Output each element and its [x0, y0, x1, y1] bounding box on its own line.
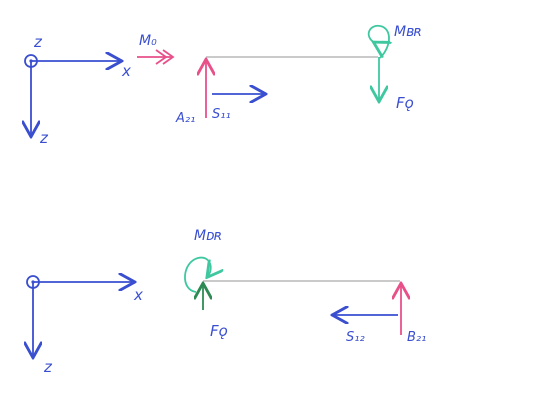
- moment-curl-left: Mᴅʀ: [184, 228, 223, 293]
- diagram-2: x z Mᴅʀ Fǫ S₁₂ B₂₁: [27, 228, 426, 376]
- moment-vector-left: M₀: [137, 33, 175, 65]
- applied-force-down-label: Fǫ: [396, 94, 414, 112]
- axis-x-label: x: [133, 286, 143, 304]
- internal-force-1: S₁₁: [212, 94, 264, 122]
- applied-force-up: Fǫ: [203, 285, 228, 340]
- moment-left-label: M₀: [139, 33, 157, 49]
- internal-force-2: S₁₂: [334, 315, 398, 345]
- support-force-up-label: A₂₁: [175, 111, 195, 126]
- coordinate-system-1: z x z: [25, 33, 131, 147]
- support-force-up-right-label: B₂₁: [407, 330, 426, 345]
- diagram-1: z x z M₀ A₂₁ S₁₁ Mʙʀ: [25, 24, 423, 147]
- applied-force-down: Fǫ: [379, 57, 414, 112]
- internal-force-2-label: S₁₂: [346, 330, 365, 345]
- axis-x-label: x: [121, 62, 131, 80]
- internal-force-1-label: S₁₁: [212, 107, 231, 122]
- axis-z-label: z: [43, 358, 53, 376]
- applied-force-up-label: Fǫ: [210, 322, 228, 340]
- axis-out-of-plane-label: z: [33, 33, 43, 51]
- moment-curl-right: Mʙʀ: [367, 24, 423, 59]
- axis-z-label: z: [39, 129, 49, 147]
- coordinate-system-2: x z: [27, 276, 143, 376]
- support-force-up-right: B₂₁: [401, 285, 426, 345]
- support-force-up: A₂₁: [175, 61, 206, 126]
- moment-right-label: Mʙʀ: [394, 24, 423, 40]
- moment-label: Mᴅʀ: [194, 228, 223, 244]
